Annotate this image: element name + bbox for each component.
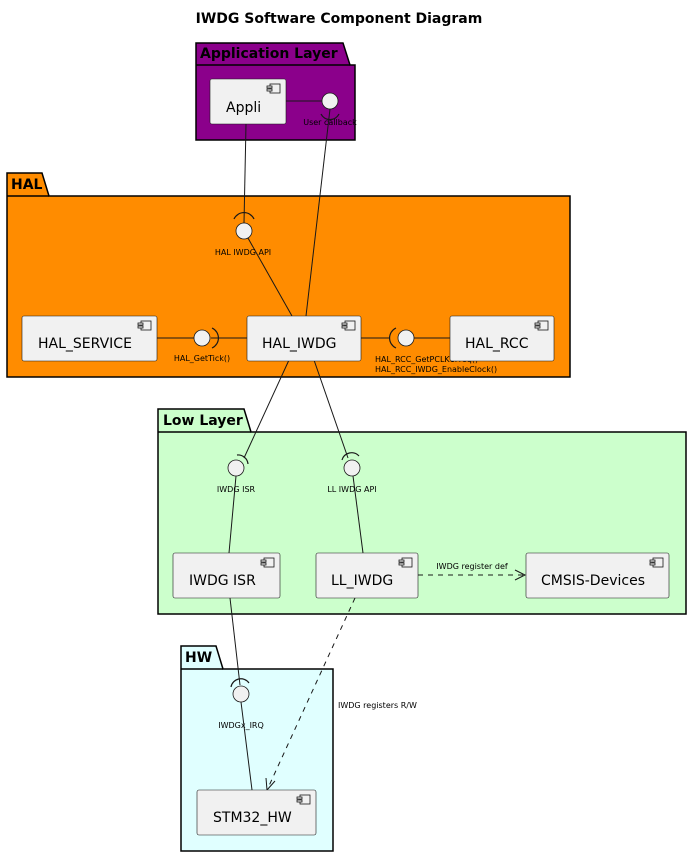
package-title-hal: HAL — [11, 177, 43, 193]
interface-user-callback: User callback — [303, 92, 357, 127]
package-title-hw: HW — [185, 650, 212, 666]
component-label-cmsis-devices: CMSIS-Devices — [541, 573, 645, 589]
interface-iwdgx-irq: IWDGx_IRQ — [218, 678, 264, 730]
link-user-callback-hal-iwdg — [305, 108, 331, 317]
diagram-title: IWDG Software Component Diagram — [196, 11, 483, 27]
link-ll-api-ll-iwdg — [352, 475, 364, 554]
interface-hal-gettick: HAL_GetTick() — [174, 327, 230, 363]
link-hal-iwdg-isr-iface — [243, 359, 290, 459]
package-title-low-layer: Low Layer — [163, 413, 243, 429]
component-label-ll-iwdg: LL_IWDG — [331, 573, 393, 589]
link-isr-iface-isr — [228, 475, 237, 554]
component-label-appli: Appli — [226, 100, 261, 116]
link-isr-irq — [229, 597, 241, 686]
component-appli[interactable]: Appli — [209, 78, 287, 125]
label-iwdg-isr-iface: IWDG ISR — [217, 485, 256, 494]
component-iwdg-isr[interactable]: IWDG ISR — [172, 552, 281, 599]
component-cmsis-devices[interactable]: CMSIS-Devices — [525, 552, 670, 599]
label-iwdg-register-def: IWDG register def — [436, 562, 508, 571]
component-hal-iwdg[interactable]: HAL_IWDG — [246, 315, 362, 362]
component-label-hal-service: HAL_SERVICE — [38, 336, 132, 352]
component-label-stm32-hw: STM32_HW — [213, 810, 292, 826]
interface-hal-rcc: HAL_RCC_GetPCLK1Freq() HAL_RCC_IWDG_Enab… — [375, 327, 497, 374]
component-stm32-hw[interactable]: STM32_HW — [196, 789, 317, 836]
component-label-hal-rcc: HAL_RCC — [465, 336, 529, 352]
interface-ll-iwdg-api: LL IWDG API — [327, 452, 377, 494]
label-hal-rcc-iwdg-enableclock: HAL_RCC_IWDG_EnableClock() — [375, 365, 497, 374]
link-ll-iwdg-stm32 — [267, 597, 356, 789]
component-hal-service[interactable]: HAL_SERVICE — [21, 315, 158, 362]
label-hal-gettick: HAL_GetTick() — [174, 354, 230, 363]
link-appli-hal-iwdg-api — [243, 123, 247, 224]
component-ll-iwdg[interactable]: LL_IWDG — [315, 552, 419, 599]
component-hal-rcc[interactable]: HAL_RCC — [449, 315, 555, 362]
link-hal-iwdg-ll-api — [313, 359, 349, 459]
arrow-cmsis — [514, 569, 527, 581]
label-user-callback: User callback — [303, 118, 357, 127]
label-ll-iwdg-api: LL IWDG API — [327, 485, 376, 494]
label-hal-iwdg-api: HAL IWDG API — [215, 248, 271, 257]
interface-hal-iwdg-api: HAL IWDG API — [215, 211, 271, 257]
label-iwdg-registers-rw: IWDG registers R/W — [338, 701, 417, 710]
package-title-application-layer: Application Layer — [200, 46, 338, 62]
label-iwdgx-irq: IWDGx_IRQ — [218, 721, 264, 730]
component-label-iwdg-isr: IWDG ISR — [189, 573, 256, 589]
label-hal-rcc-getpclk1freq: HAL_RCC_GetPCLK1Freq() — [375, 355, 478, 364]
component-label-hal-iwdg: HAL_IWDG — [262, 336, 337, 352]
interface-iwdg-isr: IWDG ISR — [217, 454, 256, 494]
link-irq-stm32 — [240, 701, 253, 791]
link-hal-iwdg-api-hal-iwdg — [243, 230, 293, 317]
